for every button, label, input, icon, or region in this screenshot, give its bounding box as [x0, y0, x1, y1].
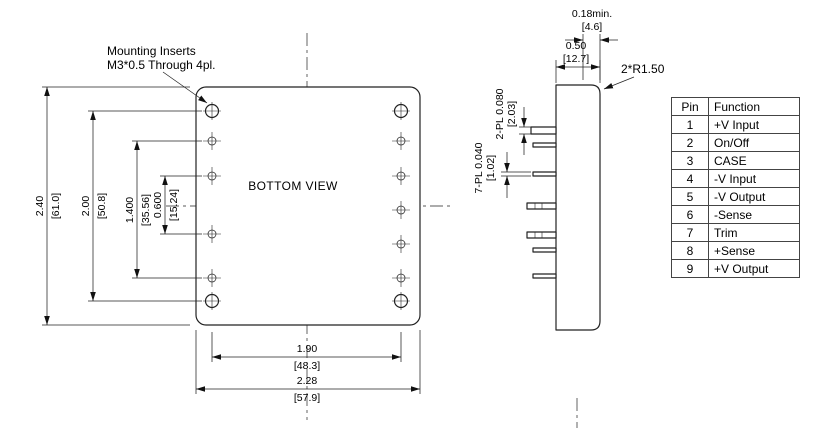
dim-body-thickness-value: 0.50: [566, 40, 587, 52]
pin-cell: 7: [671, 223, 709, 242]
dim-overall-height-mm: [61.0]: [50, 193, 62, 219]
dim-overall-width-mm: [57.9]: [294, 392, 320, 404]
bottom-view-label: BOTTOM VIEW: [248, 179, 338, 193]
dim-pin-length-value: 0.18min.: [572, 8, 612, 20]
bottom-view-body: [195, 86, 421, 326]
dim-mount-hole-span: 2.00 [50.8]: [80, 110, 202, 302]
dim-pin-thick-7pl-value: 7-PL 0.040: [473, 142, 485, 193]
pin-holes-right: [392, 132, 410, 287]
table-row: 2 On/Off: [671, 133, 800, 152]
table-row: 1 +V Input: [671, 115, 800, 134]
mounting-holes: [203, 102, 410, 310]
dim-pin-col-span-mm: [48.3]: [294, 360, 320, 372]
corner-radius-label: 2*R1.50: [621, 62, 665, 76]
function-cell: CASE: [708, 151, 800, 170]
table-row: 7 Trim: [671, 223, 800, 242]
mounting-note-leader: [162, 71, 208, 104]
dim-overall-height: 2.40 [61.0]: [34, 86, 190, 326]
dim-pin-inner-span: 0.600 [15.24]: [152, 175, 202, 235]
table-row: 3 CASE: [671, 151, 800, 170]
dim-pin-thick-2pl-mm: [2.03]: [506, 101, 518, 127]
function-cell: +V Input: [708, 115, 800, 134]
function-cell: -V Output: [708, 187, 800, 206]
dim-pin-inner-span-value: 0.600: [152, 192, 164, 218]
function-cell: +V Output: [708, 259, 800, 278]
mounting-note-line1: Mounting Inserts: [107, 44, 196, 58]
pin-cell: 3: [671, 151, 709, 170]
dim-overall-width: 2.28 [57.9]: [195, 330, 421, 404]
table-row: 4 -V Input: [671, 169, 800, 188]
side-view-body: [555, 84, 601, 331]
corner-radius-callout: 2*R1.50: [603, 62, 665, 90]
pin-cell: 2: [671, 133, 709, 152]
pin-cell: 5: [671, 187, 709, 206]
function-cell: +Sense: [708, 241, 800, 260]
pin-holes-left: [203, 132, 221, 287]
dim-pin-row-span-value: 1.400: [124, 197, 136, 223]
dim-pin-thick-7pl: 7-PL 0.040 [1.02]: [473, 142, 531, 198]
side-view-pins: [526, 126, 557, 279]
dim-pin-length-mm: [4.6]: [582, 21, 603, 33]
dim-pin-thick-2pl: 2-PL 0.080 [2.03]: [494, 88, 531, 155]
pin-cell: 1: [671, 115, 709, 134]
function-cell: Trim: [708, 223, 800, 242]
dim-body-thickness-mm: [12.7]: [563, 53, 589, 65]
dim-mount-hole-span-value: 2.00: [80, 196, 92, 217]
bottom-view: BOTTOM VIEW Mounting Inserts M3*0.5 Thro…: [107, 33, 450, 420]
dim-pin-inner-span-mm: [15.24]: [168, 189, 180, 221]
table-header-row: Pin Function: [671, 97, 800, 116]
dim-pin-col-span-value: 1.90: [297, 343, 318, 355]
dim-pin-row-span-mm: [35.56]: [140, 194, 152, 226]
mounting-note-line2: M3*0.5 Through 4pl.: [107, 58, 216, 72]
function-cell: -Sense: [708, 205, 800, 224]
pin-cell: 6: [671, 205, 709, 224]
dim-mount-hole-span-mm: [50.8]: [96, 193, 108, 219]
pin-cell: 9: [671, 259, 709, 278]
table-row: 9 +V Output: [671, 259, 800, 278]
dim-pin-thick-2pl-value: 2-PL 0.080: [494, 88, 506, 139]
dim-overall-width-value: 2.28: [297, 375, 318, 387]
function-header-cell: Function: [708, 97, 800, 116]
side-view: [526, 84, 601, 428]
pin-cell: 4: [671, 169, 709, 188]
dim-overall-height-value: 2.40: [34, 196, 46, 217]
dim-pin-length: 0.18min. [4.6]: [565, 8, 618, 80]
function-cell: On/Off: [708, 133, 800, 152]
function-cell: -V Input: [708, 169, 800, 188]
table-row: 5 -V Output: [671, 187, 800, 206]
dim-pin-thick-7pl-mm: [1.02]: [485, 155, 497, 181]
table-row: 8 +Sense: [671, 241, 800, 260]
pin-header-cell: Pin: [671, 97, 709, 116]
dim-pin-col-span: 1.90 [48.3]: [211, 332, 402, 372]
dim-body-thickness: 0.50 [12.7]: [555, 40, 601, 83]
pin-function-table: Pin Function 1 +V Input 2 On/Off 3 CASE …: [671, 97, 800, 278]
pin-cell: 8: [671, 241, 709, 260]
dim-pin-row-span: 1.400 [35.56]: [124, 140, 202, 279]
table-row: 6 -Sense: [671, 205, 800, 224]
